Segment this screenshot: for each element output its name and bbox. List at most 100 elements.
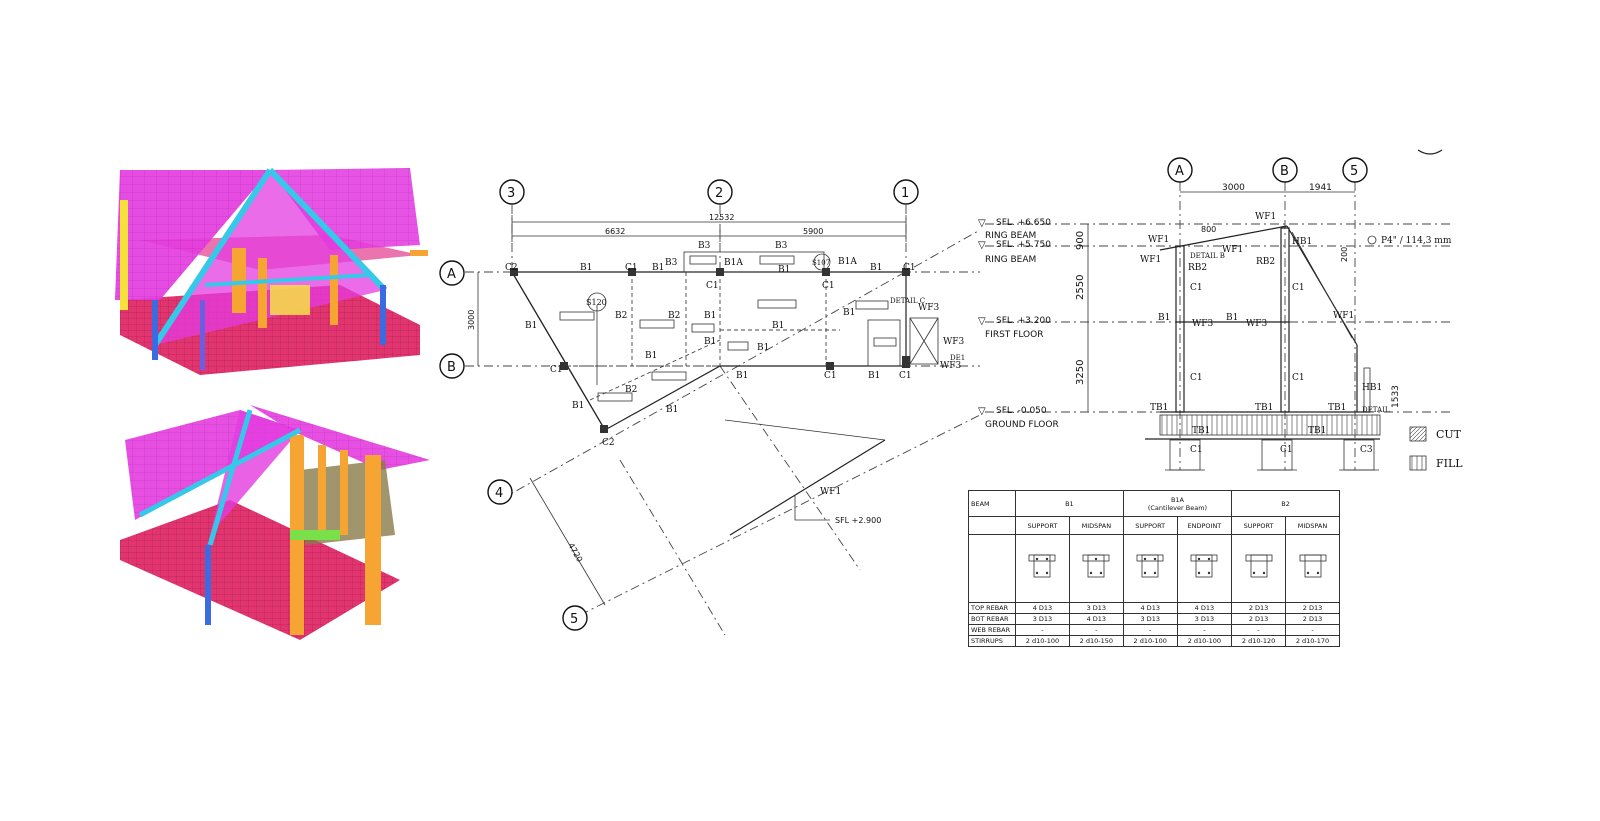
dim-h5: 800 (1201, 225, 1216, 234)
label-c1: C1 (1292, 283, 1305, 293)
grid-bubble-b: B (1280, 164, 1289, 179)
dim-h3: 3250 (1075, 360, 1086, 385)
grid-bubble-5: 5 (1350, 164, 1358, 179)
table-row-label: BOT REBAR (968, 613, 1016, 625)
column (380, 285, 386, 345)
grid-bubble-3: 3 (507, 186, 515, 201)
table-row-label: STIRRUPS (968, 635, 1016, 647)
label-wf3: WF3 (1246, 319, 1267, 329)
svg-text:▽: ▽ (978, 316, 986, 327)
table-cell: 3 D13 (1176, 613, 1233, 625)
table-cell: 2 d10-100 (1176, 635, 1233, 647)
table-cell: 4 D13 (1068, 613, 1124, 625)
3d-model-view-top (115, 167, 428, 375)
label-b1: B1 (645, 351, 657, 361)
table-head-b1a-label: B1A (1170, 495, 1184, 504)
label-wf1: WF1 (1255, 212, 1276, 222)
label-c2: C2 (602, 438, 615, 448)
label-c1: C1 (706, 281, 719, 291)
table-cell: 3 D13 (1015, 613, 1070, 625)
level-name: FIRST FLOOR (985, 330, 1043, 340)
table-head-b1: B1 (1015, 490, 1124, 517)
table-cell: 2 D13 (1285, 613, 1340, 625)
beam-section-sketch (1285, 534, 1340, 603)
column (365, 455, 381, 625)
roof-ridge-face (270, 168, 420, 250)
label-wf1: WF1 (1333, 311, 1354, 321)
label-c1: C1 (903, 263, 916, 273)
column (232, 248, 246, 313)
label-detail: DETAIL (1362, 406, 1390, 414)
legend-fill: FILL (1436, 457, 1463, 470)
table-head-b1a-sub: (Cantilever Beam) (1147, 503, 1208, 512)
label-b1: B1 (868, 371, 880, 381)
label-c1: C1 (625, 263, 638, 273)
legend-cut: CUT (1436, 428, 1462, 441)
label-b3: B3 (698, 241, 711, 251)
table-head-b2: B2 (1231, 490, 1340, 517)
label-b1a: B1A (838, 257, 857, 267)
grid-bubble-5: 5 (570, 612, 578, 627)
level-elev: SFL. +5.750 (996, 240, 1051, 250)
dim-h1: 900 (1075, 231, 1086, 250)
beam (410, 250, 428, 256)
section-elevation: 3000 1941 900 2550 3250 1533 800 200 ▽ S… (978, 149, 1463, 471)
column (152, 300, 158, 360)
label-s120: S120 (586, 298, 607, 307)
column (340, 450, 348, 535)
grid-bubble-a: A (447, 267, 456, 282)
table-cell: 2 d10-100 (1122, 635, 1178, 647)
floor-plan: 12532 6632 5900 3000 4720 (439, 179, 981, 636)
label-c2: C2 (505, 263, 518, 273)
label-hb1: HB1 (1362, 383, 1382, 393)
label-hb1: HB1 (1292, 237, 1312, 247)
label-c1: C1 (1190, 283, 1203, 293)
label-b1: B1 (572, 401, 584, 411)
label-s107: S107 (812, 259, 830, 267)
label-rb2: RB2 (1256, 257, 1275, 267)
label-c1: C1 (822, 281, 835, 291)
dim-diag: 4720 (566, 542, 584, 564)
label-tb1: TB1 (1192, 426, 1210, 436)
table-cell: 2 d10-150 (1068, 635, 1124, 647)
table-cell: 2 d10-100 (1015, 635, 1070, 647)
label-c1: C1 (1190, 445, 1203, 455)
label-b2: B2 (668, 311, 680, 321)
label-wf1: WF1 (820, 487, 841, 497)
table-col: SUPPORT (1122, 516, 1178, 535)
column (200, 300, 205, 370)
label-b1a: B1A (724, 258, 743, 268)
level-elev: SFL. -0.050 (996, 406, 1047, 416)
label-wf3: WF3 (1192, 319, 1213, 329)
purlin (207, 409, 253, 546)
3d-model-view-bottom (120, 405, 430, 640)
grid-bubble-1: 1 (901, 186, 909, 201)
dim-ab: 3000 (1222, 183, 1245, 193)
table-row-label: WEB REBAR (968, 624, 1016, 636)
label-rb2: RB2 (1188, 263, 1207, 273)
table-cell: - (1122, 624, 1178, 636)
label-b1: B1 (843, 308, 855, 318)
table-cell: - (1068, 624, 1124, 636)
label-b1: B1 (1226, 313, 1238, 323)
label-c1: C1 (824, 371, 837, 381)
table-cell: 4 D13 (1015, 602, 1070, 614)
dim-b5: 1941 (1309, 183, 1332, 193)
label-b1: B1 (580, 263, 592, 273)
label-b1: B1 (666, 405, 678, 415)
purlin (152, 168, 273, 347)
label-c1: C1 (1292, 373, 1305, 383)
table-cell: - (1285, 624, 1340, 636)
label-detail-c: DETAIL C (890, 297, 925, 305)
svg-text:▽: ▽ (978, 406, 986, 417)
label-b2: B2 (615, 311, 627, 321)
label-c1: C1 (550, 365, 563, 375)
beam (290, 530, 340, 540)
table-cell: 2 d10-170 (1285, 635, 1340, 647)
dim-ab: 3000 (467, 310, 476, 330)
purlin (204, 273, 371, 287)
table-cell: 2 D13 (1231, 613, 1287, 625)
table-col: MIDSPAN (1068, 516, 1124, 535)
label-wf1: WF1 (1222, 245, 1243, 255)
